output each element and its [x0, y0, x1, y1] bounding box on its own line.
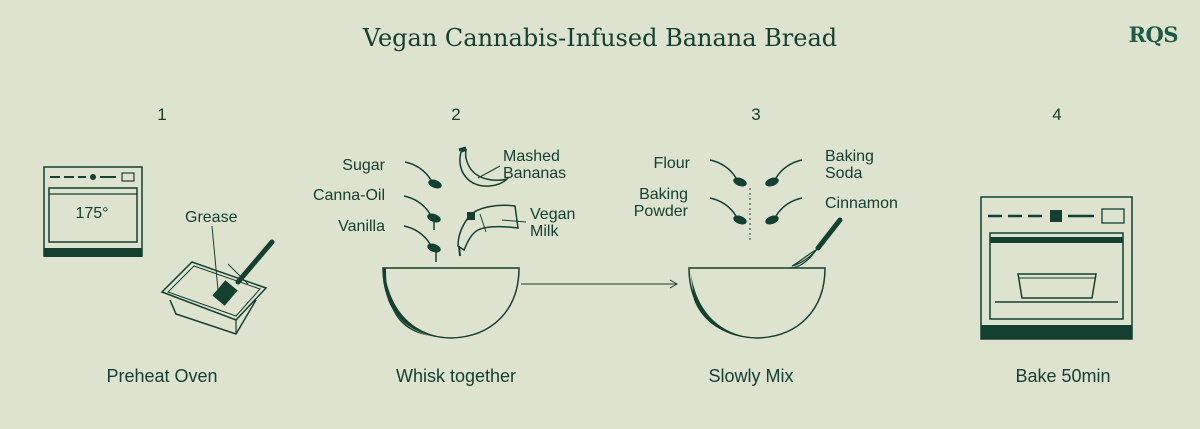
mashed-bananas-label-line-1: Mashed — [503, 148, 560, 165]
step-3-number: 3 — [751, 105, 761, 124]
mixing-bowl-2-icon — [688, 267, 826, 339]
pastry-brush-icon — [212, 239, 275, 306]
vegan-milk-carafe-icon — [457, 204, 527, 257]
loaf-pan-icon — [160, 261, 268, 335]
small-oven-icon — [43, 166, 143, 257]
grease-leader — [211, 225, 219, 291]
cinnamon-spoon-icon — [763, 197, 803, 227]
rqs-logo: RQS — [1128, 22, 1179, 47]
whisk-icon — [789, 217, 843, 269]
mashed-bananas-label-line-2: Bananas — [503, 165, 567, 182]
grease-label: Grease — [185, 209, 238, 226]
cinnamon-label: Cinnamon — [825, 195, 898, 212]
baking-soda-label-line-1: Baking — [825, 148, 874, 165]
banana-icon — [458, 146, 510, 187]
vegan-milk-label-line-1: Vegan — [530, 206, 576, 223]
baking-powder-label-line-1: Baking — [639, 186, 688, 203]
step-2-caption: Whisk together — [395, 366, 517, 386]
canna-oil-label: Canna-Oil — [312, 187, 385, 204]
step-4-caption: Bake 50min — [1015, 366, 1111, 386]
canna-oil-spoon-icon — [403, 195, 443, 230]
flow-arrow — [521, 279, 679, 289]
baking-soda-spoon-icon — [763, 159, 803, 189]
large-oven-icon — [980, 196, 1133, 340]
baking-soda-label-line-2: Soda — [825, 165, 863, 182]
step-4-number: 4 — [1052, 105, 1062, 124]
baking-powder-label-line-2: Powder — [633, 203, 688, 220]
mixing-bowl-1-icon — [382, 267, 520, 339]
vanilla-label: Vanilla — [338, 218, 385, 235]
baking-powder-spoon-icon — [709, 197, 749, 227]
step-1-caption: Preheat Oven — [106, 366, 218, 386]
vegan-milk-label-line-2: Milk — [530, 223, 559, 240]
sugar-spoon-icon — [404, 161, 444, 191]
step-1-number: 1 — [157, 105, 167, 124]
flour-label: Flour — [653, 155, 690, 172]
page-title: Vegan Cannabis-Infused Banana Bread — [362, 24, 838, 52]
oven-temperature: 175° — [75, 205, 109, 222]
vanilla-spoon-icon — [403, 225, 443, 262]
step-3-caption: Slowly Mix — [708, 366, 794, 386]
flour-spoon-icon — [709, 159, 749, 189]
step-2-number: 2 — [451, 105, 461, 124]
sugar-label: Sugar — [342, 157, 385, 174]
